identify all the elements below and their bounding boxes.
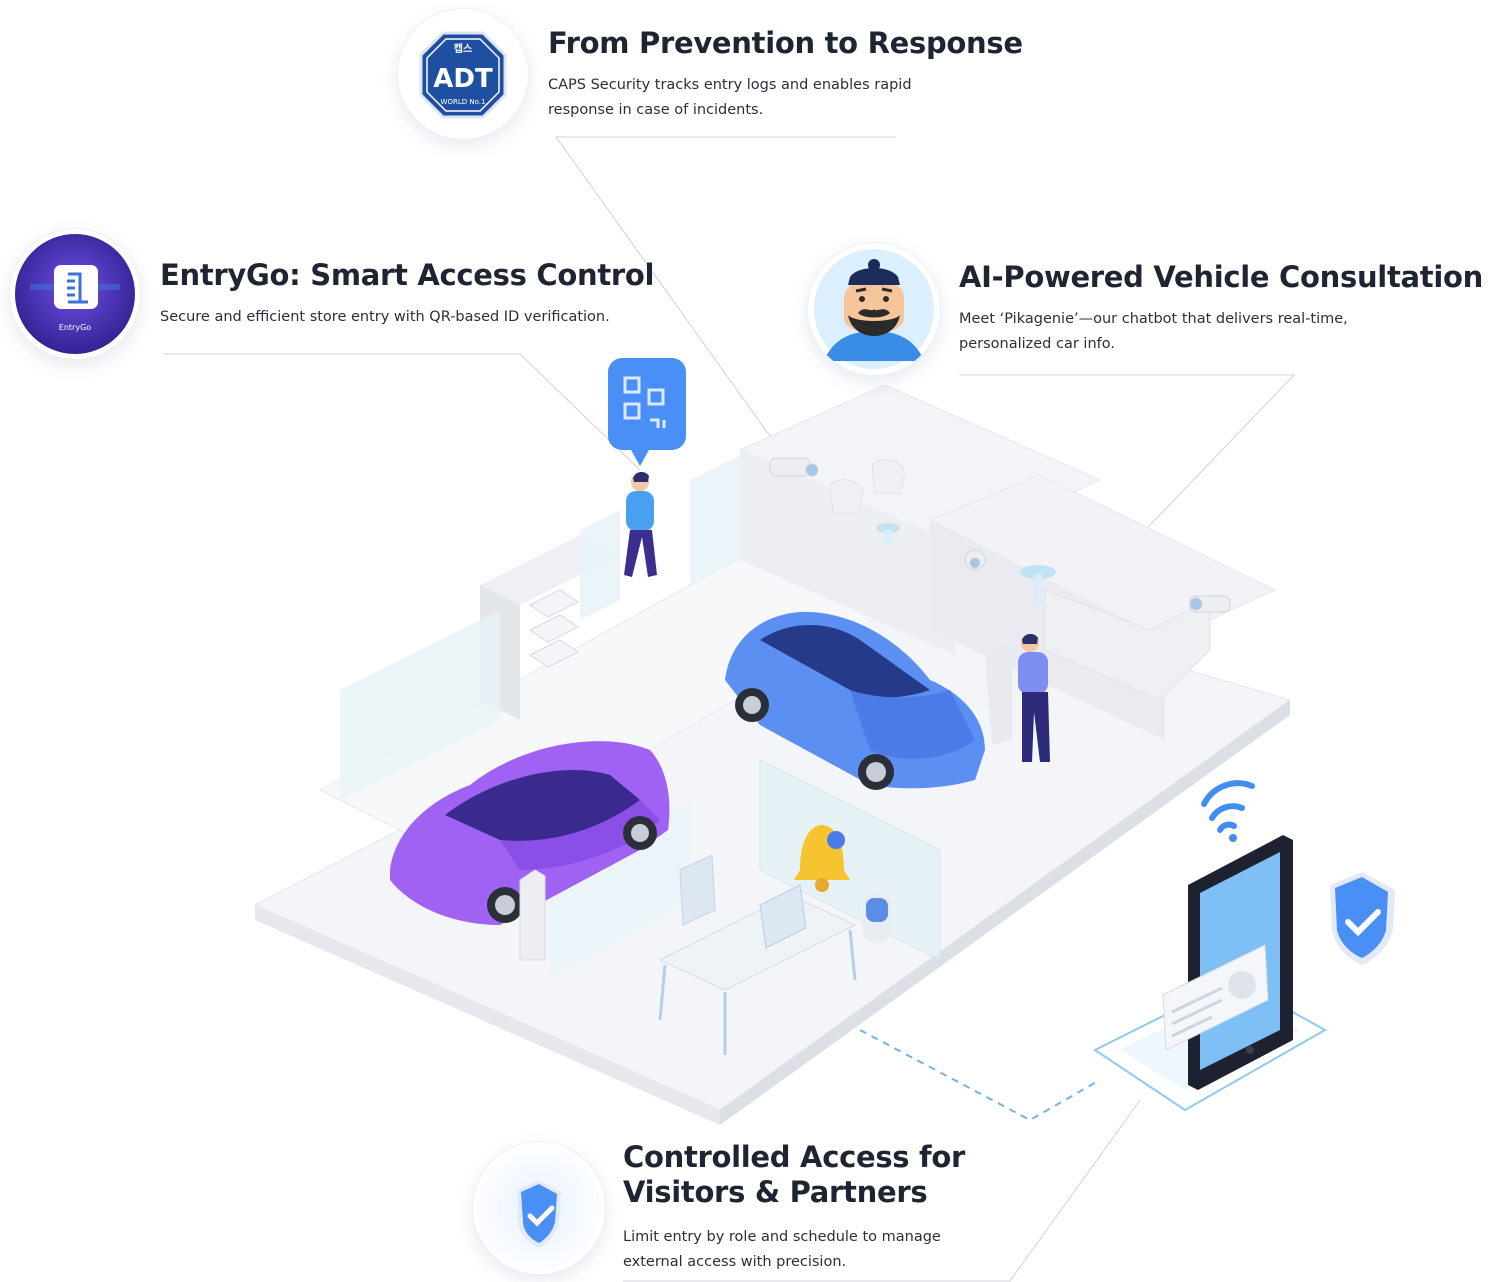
feature-title-entrygo: EntryGo: Smart Access Control <box>160 258 655 292</box>
entrygo-label: EntryGo <box>59 323 91 332</box>
leader-line-prevention <box>555 136 896 451</box>
feature-title-prevention: From Prevention to Response <box>548 26 1023 60</box>
tablet-device <box>1162 835 1293 1090</box>
adt-badge: 캡스 ADT WORLD No.1 <box>398 9 528 139</box>
office-desk <box>658 854 857 1055</box>
feature-title-visitors-line1: Controlled Access for <box>623 1140 965 1174</box>
display-shelf <box>529 589 579 668</box>
blue-car <box>725 611 985 790</box>
chatbot-avatar-icon <box>814 249 934 369</box>
adt-top-text: 캡스 <box>454 43 472 55</box>
person-entry <box>624 471 657 577</box>
air-purifier <box>863 893 891 943</box>
bell-icon <box>794 825 850 892</box>
shield-check-icon <box>477 1146 601 1270</box>
chatbot-badge <box>808 243 940 375</box>
entrygo-badge: EntryGo <box>10 229 140 359</box>
adt-bottom-text: WORLD No.1 <box>441 98 486 106</box>
floating-shield-icon <box>1330 872 1395 965</box>
feature-title-visitors-line2: Visitors & Partners <box>623 1175 928 1209</box>
dashed-link <box>859 1029 1101 1122</box>
adt-main-text: ADT <box>433 64 493 94</box>
feature-desc-prevention: CAPS Security tracks entry logs and enab… <box>548 77 912 118</box>
feature-desc-ai: Meet ‘Pikagenie’—our chatbot that delive… <box>959 311 1348 352</box>
wifi-icon <box>1201 780 1255 842</box>
cctv-cameras <box>769 457 1231 613</box>
feature-title-visitors: Controlled Access for Visitors & Partner… <box>623 1140 965 1210</box>
person-kiosk <box>985 633 1050 762</box>
walls <box>340 384 1277 800</box>
leader-line-entrygo <box>163 353 641 471</box>
shield-badge <box>473 1142 605 1274</box>
glass-partition <box>759 759 941 961</box>
feature-title-ai: AI-Powered Vehicle Consultation <box>959 260 1483 294</box>
purple-car <box>390 741 670 925</box>
leader-line-visitors <box>623 1099 1141 1282</box>
feature-desc-entrygo: Secure and efficient store entry with QR… <box>160 309 610 325</box>
feature-desc-visitors: Limit entry by role and schedule to mana… <box>623 1229 941 1270</box>
adt-shield-icon: 캡스 ADT WORLD No.1 <box>419 31 507 119</box>
kiosk <box>519 869 546 961</box>
entrygo-app-icon: EntryGo <box>15 234 135 354</box>
qr-bubble-icon <box>608 358 686 466</box>
lounge-furniture <box>829 459 1211 701</box>
